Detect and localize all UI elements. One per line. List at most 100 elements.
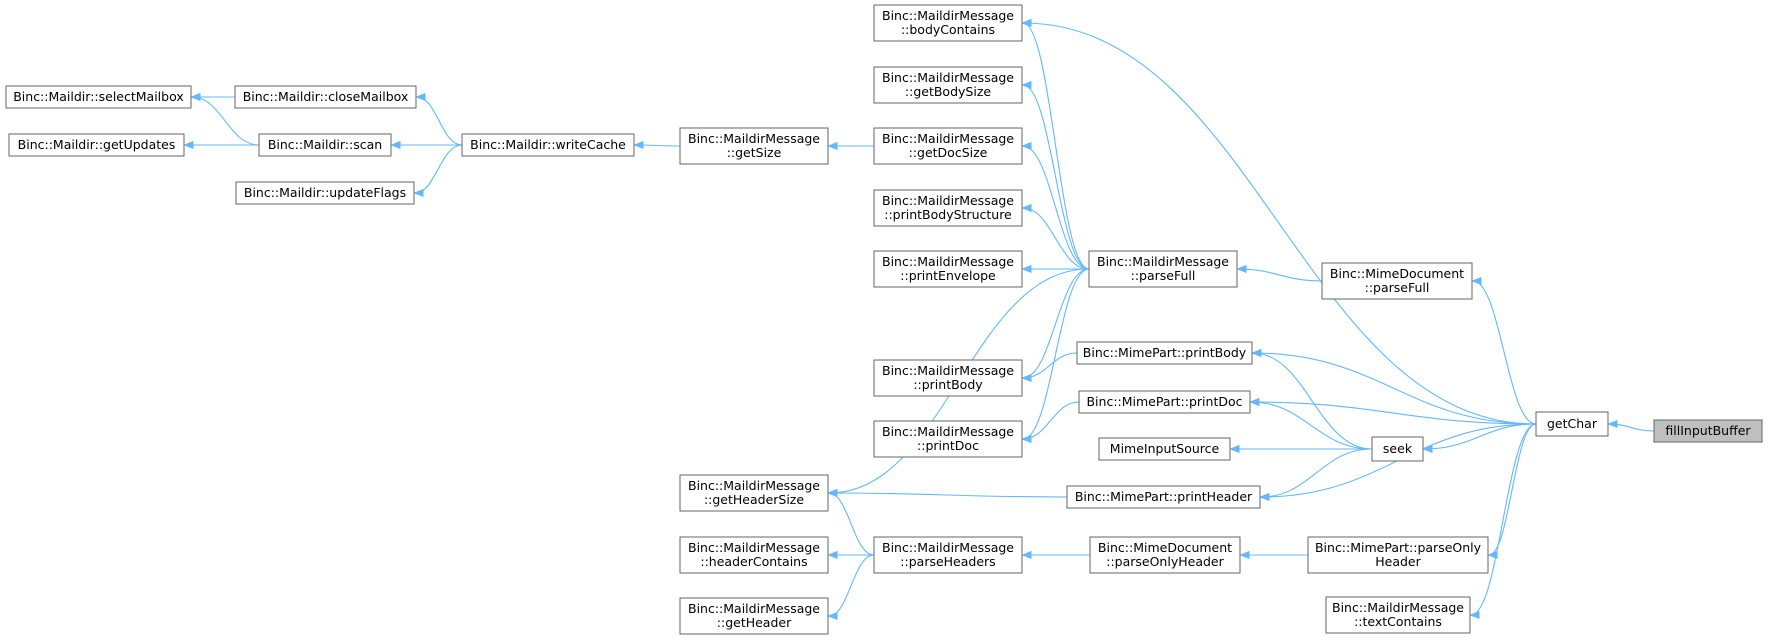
node-maildir-scan[interactable]: Binc::Maildir::scan bbox=[258, 133, 392, 157]
node-mime-part-parse-only-header[interactable]: Binc::MimePart::parseOnlyHeader bbox=[1307, 536, 1489, 574]
node-box bbox=[679, 536, 829, 574]
node-label: Binc::MaildirMessage bbox=[1097, 254, 1229, 269]
node-mdm-text-contains[interactable]: Binc::MaildirMessage::textContains bbox=[1325, 596, 1471, 634]
edge-fill-input-buffer-to-get-char bbox=[1609, 424, 1655, 432]
node-maildir-close-mailbox[interactable]: Binc::Maildir::closeMailbox bbox=[234, 85, 417, 109]
node-mime-input-source[interactable]: MimeInputSource bbox=[1098, 437, 1231, 461]
edge-mime-part-print-body-to-mdm-print-body bbox=[1023, 352, 1078, 378]
node-label: Binc::Maildir::scan bbox=[268, 137, 382, 152]
node-mdm-print-body-structure[interactable]: Binc::MaildirMessage::printBodyStructure bbox=[873, 189, 1023, 227]
node-get-char[interactable]: getChar bbox=[1535, 411, 1609, 437]
node-mdm-print-doc[interactable]: Binc::MaildirMessage::printDoc bbox=[873, 420, 1023, 458]
node-box bbox=[873, 420, 1023, 458]
node-mime-doc-parse-only-header[interactable]: Binc::MimeDocument::parseOnlyHeader bbox=[1089, 536, 1241, 574]
node-mime-part-print-header[interactable]: Binc::MimePart::printHeader bbox=[1066, 485, 1261, 509]
node-label: ::parseFull bbox=[1365, 280, 1430, 295]
node-box bbox=[873, 536, 1023, 574]
node-fill-input-buffer[interactable]: fillInputBuffer bbox=[1653, 419, 1763, 443]
node-mdm-get-header[interactable]: Binc::MaildirMessage::getHeader bbox=[679, 597, 829, 635]
node-label: seek bbox=[1383, 441, 1413, 456]
node-maildir-update-flags[interactable]: Binc::Maildir::updateFlags bbox=[235, 181, 415, 205]
edge-get-char-to-mime-part-parse-only-header bbox=[1489, 423, 1537, 555]
edge-mdm-parse-headers-to-mdm-get-header-size bbox=[829, 493, 875, 556]
edge-mime-part-print-header-to-mdm-get-header-size bbox=[829, 493, 1068, 498]
node-label: Binc::MaildirMessage bbox=[882, 8, 1014, 23]
node-label: Binc::Maildir::updateFlags bbox=[244, 185, 406, 200]
node-box bbox=[461, 133, 635, 157]
node-label: ::getBodySize bbox=[905, 84, 991, 99]
node-mime-doc-parse-full[interactable]: Binc::MimeDocument::parseFull bbox=[1321, 262, 1473, 300]
node-maildir-select-mailbox[interactable]: Binc::Maildir::selectMailbox bbox=[5, 85, 192, 109]
edge-seek-to-mime-part-print-header bbox=[1261, 448, 1373, 497]
node-box bbox=[679, 474, 829, 512]
node-mdm-body-contains[interactable]: Binc::MaildirMessage::bodyContains bbox=[873, 4, 1023, 42]
node-box bbox=[873, 189, 1023, 227]
node-label: ::bodyContains bbox=[901, 22, 995, 37]
node-maildir-get-updates[interactable]: Binc::Maildir::getUpdates bbox=[8, 133, 185, 157]
node-label: ::getHeader bbox=[717, 615, 792, 630]
node-label: ::printBody bbox=[913, 377, 983, 392]
node-seek[interactable]: seek bbox=[1371, 436, 1424, 462]
node-mdm-parse-headers[interactable]: Binc::MaildirMessage::parseHeaders bbox=[873, 536, 1023, 574]
node-label: Binc::Maildir::writeCache bbox=[470, 137, 626, 152]
edge-mdm-parse-full-to-mdm-get-doc-size bbox=[1023, 146, 1090, 270]
node-box bbox=[1078, 390, 1251, 414]
node-label: Binc::MimeDocument bbox=[1098, 540, 1232, 555]
node-label: Binc::MimePart::parseOnly bbox=[1315, 540, 1482, 555]
node-mime-part-print-body[interactable]: Binc::MimePart::printBody bbox=[1076, 341, 1253, 365]
edge-get-char-to-mime-part-print-doc bbox=[1251, 402, 1537, 425]
node-box bbox=[234, 85, 417, 109]
node-label: getChar bbox=[1547, 416, 1598, 431]
node-box bbox=[873, 66, 1023, 104]
edges-layer bbox=[185, 23, 1655, 616]
node-label: Binc::MaildirMessage bbox=[688, 131, 820, 146]
node-label: ::headerContains bbox=[700, 554, 807, 569]
node-mdm-parse-full[interactable]: Binc::MaildirMessage::parseFull bbox=[1088, 250, 1238, 288]
node-mdm-get-doc-size[interactable]: Binc::MaildirMessage::getDocSize bbox=[873, 127, 1023, 165]
edge-get-char-to-mime-doc-parse-full bbox=[1473, 281, 1537, 425]
node-label: ::parseOnlyHeader bbox=[1106, 554, 1224, 569]
node-label: ::parseFull bbox=[1131, 268, 1196, 283]
node-box bbox=[873, 250, 1023, 288]
node-mdm-get-header-size[interactable]: Binc::MaildirMessage::getHeaderSize bbox=[679, 474, 829, 512]
node-box bbox=[1325, 596, 1471, 634]
node-label: ::getDocSize bbox=[909, 145, 988, 160]
node-maildir-write-cache[interactable]: Binc::Maildir::writeCache bbox=[461, 133, 635, 157]
node-label: ::printEnvelope bbox=[900, 268, 996, 283]
edge-mime-part-print-doc-to-mdm-print-doc bbox=[1023, 401, 1080, 439]
node-box bbox=[679, 127, 829, 165]
node-box bbox=[1321, 262, 1473, 300]
node-mdm-header-contains[interactable]: Binc::MaildirMessage::headerContains bbox=[679, 536, 829, 574]
node-label: Binc::MaildirMessage bbox=[882, 540, 1014, 555]
node-label: Binc::MaildirMessage bbox=[688, 540, 820, 555]
edge-get-char-to-seek bbox=[1424, 423, 1537, 449]
node-box bbox=[1371, 436, 1424, 462]
node-label: Binc::MaildirMessage bbox=[882, 424, 1014, 439]
edge-seek-to-mime-part-print-body bbox=[1253, 353, 1373, 450]
node-box bbox=[8, 133, 185, 157]
edge-mdm-parse-full-to-mdm-print-doc bbox=[1023, 268, 1090, 439]
edge-mdm-parse-full-to-mdm-print-body-structure bbox=[1023, 208, 1090, 270]
node-label: Binc::MaildirMessage bbox=[882, 131, 1014, 146]
edge-mdm-get-size-to-maildir-write-cache bbox=[635, 145, 681, 146]
node-box bbox=[1066, 485, 1261, 509]
node-mdm-print-body[interactable]: Binc::MaildirMessage::printBody bbox=[873, 359, 1023, 397]
node-mdm-get-size[interactable]: Binc::MaildirMessage::getSize bbox=[679, 127, 829, 165]
node-label: Binc::Maildir::selectMailbox bbox=[13, 89, 184, 104]
node-box bbox=[873, 4, 1023, 42]
node-label: Binc::MaildirMessage bbox=[882, 70, 1014, 85]
node-label: Binc::Maildir::getUpdates bbox=[18, 137, 176, 152]
node-label: Binc::MaildirMessage bbox=[882, 254, 1014, 269]
node-mdm-get-body-size[interactable]: Binc::MaildirMessage::getBodySize bbox=[873, 66, 1023, 104]
edge-maildir-write-cache-to-maildir-update-flags bbox=[415, 144, 463, 193]
edge-seek-to-mime-part-print-doc bbox=[1251, 402, 1373, 450]
edge-maildir-write-cache-to-maildir-close-mailbox bbox=[417, 97, 463, 146]
node-box bbox=[1089, 536, 1241, 574]
edge-get-char-to-mdm-text-contains bbox=[1471, 423, 1537, 615]
node-label: ::getHeaderSize bbox=[704, 492, 804, 507]
node-label: Binc::MaildirMessage bbox=[1332, 600, 1464, 615]
node-mdm-print-envelope[interactable]: Binc::MaildirMessage::printEnvelope bbox=[873, 250, 1023, 288]
node-mime-part-print-doc[interactable]: Binc::MimePart::printDoc bbox=[1078, 390, 1251, 414]
node-box bbox=[873, 127, 1023, 165]
